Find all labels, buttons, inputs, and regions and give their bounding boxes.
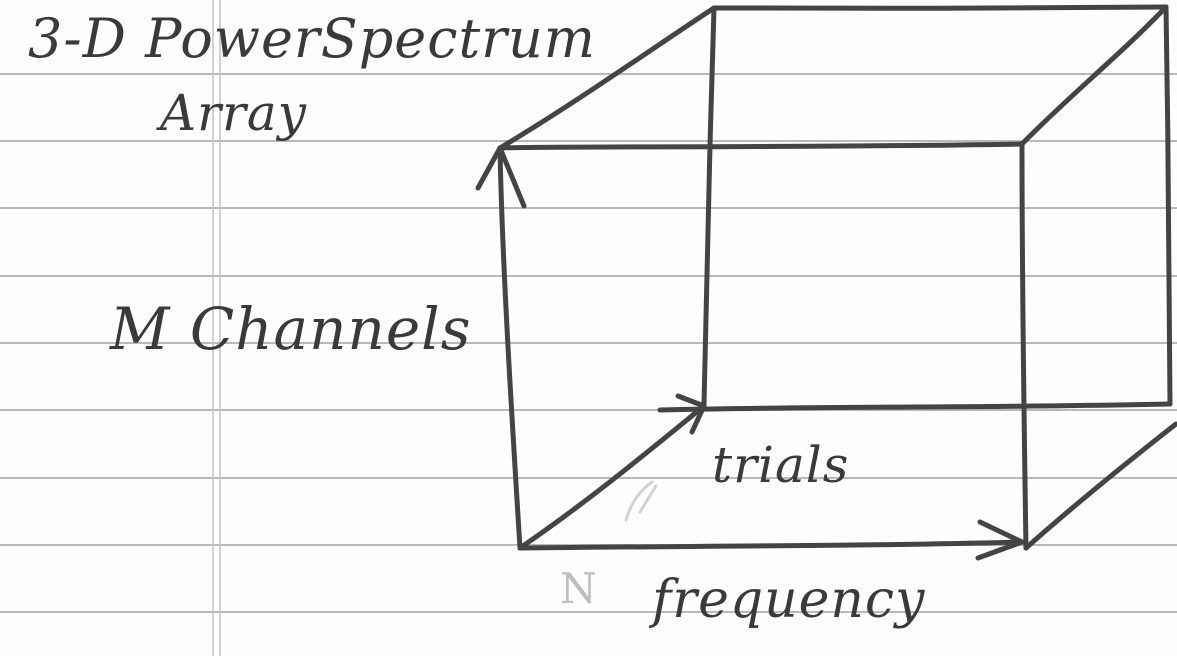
frequency-arrowhead <box>975 519 1025 561</box>
ruled-lines <box>0 73 1177 613</box>
title-line1: 3-D PowerSpectrum <box>28 7 596 70</box>
front-left-edge <box>497 145 523 551</box>
depth-top-right <box>1019 4 1169 147</box>
channels-label: M Channels <box>110 295 472 363</box>
back-right-edge <box>1163 4 1173 407</box>
depth-top-left <box>497 5 717 151</box>
back-left-edge <box>701 5 717 407</box>
back-bottom-edge <box>657 401 1173 413</box>
depth-bottom-right <box>1023 421 1177 551</box>
frequency-label: frequency <box>652 570 926 630</box>
trials-axis-line <box>517 403 707 551</box>
margin-lines <box>212 0 221 656</box>
trials-label: trials <box>712 436 850 494</box>
faint-erasures <box>624 480 658 522</box>
frequency-axis-line <box>517 539 1025 551</box>
front-face <box>497 141 1025 151</box>
front-right-edge <box>1019 141 1029 551</box>
n-label: N <box>560 564 598 613</box>
trials-arrowhead <box>675 393 707 435</box>
channels-arrowhead <box>475 145 527 209</box>
cube-drawing <box>475 4 1177 561</box>
back-top-edge <box>711 4 1169 11</box>
title-line2: Array <box>160 84 307 142</box>
